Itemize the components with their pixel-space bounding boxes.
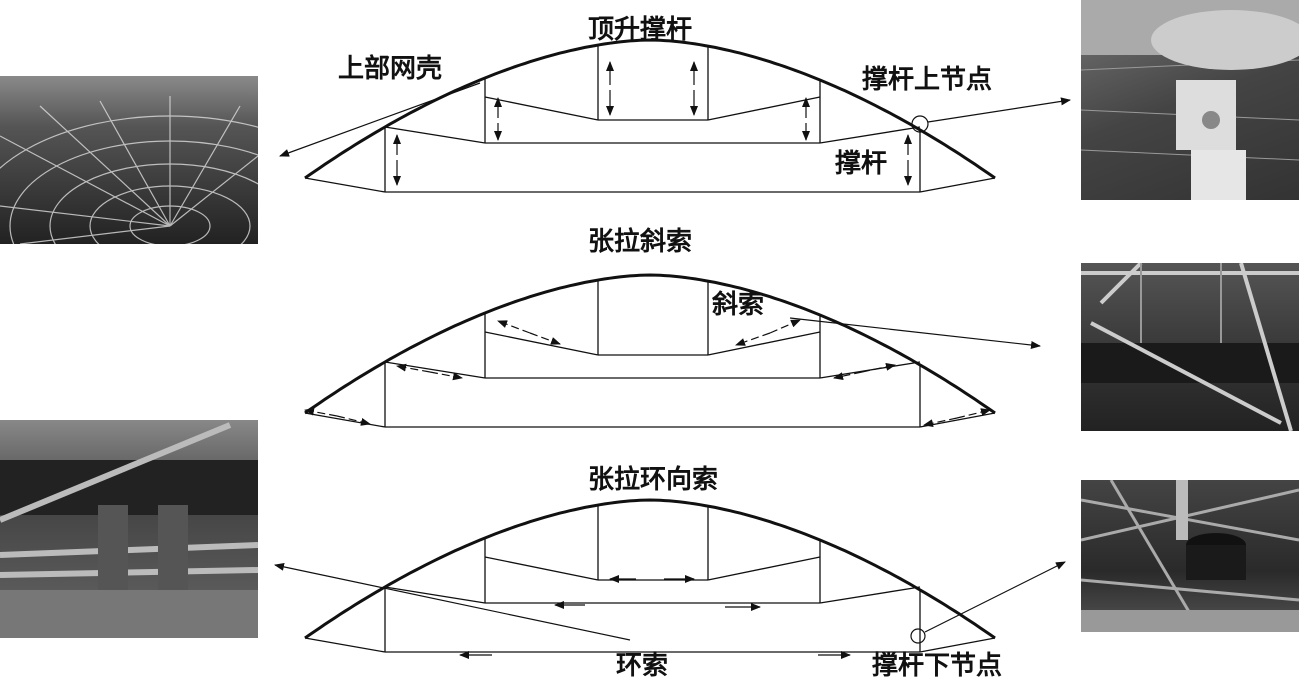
photo-diagonal-cable [1081,263,1299,431]
stage2-title: 张拉斜索 [588,226,692,257]
photo-ring-cable [0,420,258,638]
photo-upper-node [1081,0,1299,200]
truss-member [707,331,821,356]
pointer-upper-shell [279,82,481,157]
pointer-lower-node [924,561,1066,633]
truss-member [484,556,599,581]
label-upper-shell: 上部网壳 [338,54,442,84]
truss-member [484,331,599,356]
truss-member [919,412,996,428]
pointer-diagonal-cable [789,317,1041,349]
truss-member [384,126,486,144]
lower-node-pattern [1081,480,1299,632]
upper-node-pattern [1081,0,1299,200]
truss-member [707,96,821,121]
photo-lower-node [1081,480,1299,632]
tension-arrows-ring [459,575,851,659]
truss-member [919,177,996,193]
label-strut: 撑杆 [835,149,887,179]
truss-member [384,361,486,379]
diagonal-cable-pattern [1081,263,1299,431]
truss-member [384,586,486,604]
upper-shell-arc [304,273,996,415]
truss-member [304,637,386,653]
ring-cable-pattern [0,422,258,638]
upper-node-circle [911,115,929,133]
pointer-upper-node [927,97,1071,123]
truss-stage-3 [304,498,996,653]
shell-grid-pattern [0,96,258,244]
truss-member [819,126,921,144]
truss-member [819,361,921,379]
upper-shell-arc [304,498,996,640]
tension-arrows-diagonal [304,319,991,428]
label-ring-cable: 环索 [616,651,668,681]
label-diagonal-cable: 斜索 [711,290,764,320]
upper-shell-arc [304,38,996,180]
label-upper-node: 撑杆上节点 [862,64,992,95]
jacking-arrows [393,61,912,186]
truss-member [707,556,821,581]
pointer-ring-cable [274,562,631,641]
stage3-title: 张拉环向索 [588,464,718,495]
label-lower-node: 撑杆下节点 [872,650,1002,681]
truss-stage-1 [304,38,996,193]
truss-member [819,586,921,604]
photo-upper-shell [0,76,258,244]
truss-member [304,412,386,428]
lower-node-circle [910,628,926,644]
truss-member [304,177,386,193]
truss-member [919,637,996,653]
truss-stage-2 [304,273,996,428]
truss-member [484,96,599,121]
stage1-title: 顶升撑杆 [588,15,692,45]
